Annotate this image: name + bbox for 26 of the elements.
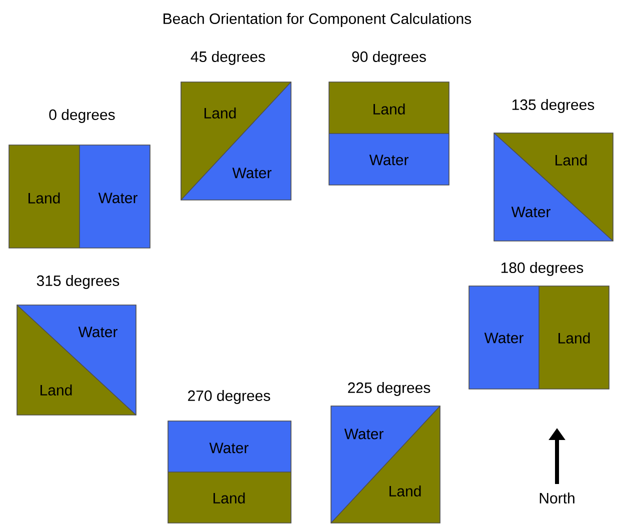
region-label: Water bbox=[78, 326, 118, 338]
heading-label: 135 degrees bbox=[512, 99, 594, 113]
region-label: Water bbox=[232, 168, 272, 178]
region-label: Land bbox=[204, 108, 236, 118]
region-label: Land bbox=[390, 486, 421, 496]
region-label: Land bbox=[374, 104, 405, 114]
region-label: Water bbox=[511, 206, 550, 218]
heading-label: 180 degrees bbox=[501, 262, 584, 276]
heading-label: 315 degrees bbox=[36, 275, 120, 289]
heading-label: 90 degrees bbox=[352, 51, 426, 65]
heading-label: 225 degrees bbox=[348, 382, 430, 396]
compass-label: North bbox=[540, 492, 574, 504]
region-label: Land bbox=[214, 492, 245, 504]
region-label: Land bbox=[558, 332, 590, 344]
region-label: Land bbox=[28, 192, 60, 204]
region-label: Land bbox=[556, 154, 587, 166]
heading-label: 0 degrees bbox=[49, 109, 115, 123]
region-label: Water bbox=[369, 154, 408, 166]
region-label: Water bbox=[209, 442, 248, 454]
region-label: Water bbox=[484, 332, 524, 344]
region-label: Water bbox=[344, 428, 384, 440]
region-label: Water bbox=[98, 192, 138, 204]
heading-label: 270 degrees bbox=[188, 390, 270, 404]
region-label: Land bbox=[40, 384, 72, 396]
heading-label: 45 degrees bbox=[190, 51, 265, 65]
title: Beach Orientation for Component Calculations bbox=[164, 13, 472, 27]
